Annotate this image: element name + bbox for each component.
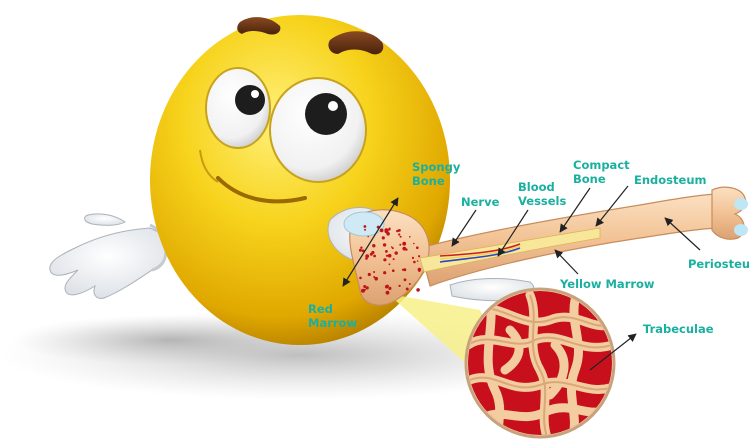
marrow-dot (416, 246, 419, 249)
label-red-marrow-line1: Red (308, 302, 357, 316)
marrow-dot (385, 250, 388, 253)
marrow-dot (385, 285, 388, 288)
marrow-dot (364, 289, 366, 291)
label-yellow-marrow: Yellow Marrow (560, 277, 655, 291)
marrow-dot (399, 285, 401, 287)
marrow-dot (382, 236, 385, 239)
marrow-dot (399, 244, 401, 246)
marrow-dot (398, 233, 400, 235)
label-trabeculae: Trabeculae (643, 322, 714, 336)
marrow-dot (373, 271, 375, 273)
marrow-dot (386, 232, 390, 236)
marrow-dot (372, 244, 375, 247)
left-glove-icon (50, 214, 167, 299)
marrow-dot (409, 236, 411, 238)
label-blood-vessels-line1: Blood (518, 180, 566, 194)
marrow-dot (359, 249, 362, 252)
marrow-dot (367, 236, 369, 238)
label-compact-bone-line1: Compact (573, 158, 630, 172)
marrow-dot (383, 271, 386, 274)
label-nerve: Nerve (461, 195, 499, 209)
marrow-dot (371, 251, 374, 254)
label-compact-bone-line2: Bone (573, 172, 630, 186)
label-blood-vessels-line2: Vessels (518, 194, 566, 208)
label-endosteum: Endosteum (634, 173, 707, 187)
label-red-marrow: Red Marrow (308, 302, 357, 330)
marrow-dot (404, 278, 407, 281)
marrow-dot (392, 269, 395, 272)
marrow-dot (416, 288, 420, 292)
marrow-dot (402, 242, 406, 246)
label-spongy-bone-line2: Bone (412, 174, 460, 188)
marrow-dot (388, 287, 391, 290)
marrow-dot (402, 269, 404, 271)
label-compact-bone: Compact Bone (573, 158, 630, 186)
marrow-dot (364, 229, 366, 231)
marrow-dot (409, 283, 411, 285)
marrow-dot (396, 230, 399, 233)
marrow-dot (386, 291, 390, 295)
marrow-dot (360, 247, 362, 249)
marrow-dot (383, 258, 386, 261)
marrow-dot (388, 228, 390, 230)
marrow-dot (366, 286, 369, 289)
marrow-dot (359, 277, 362, 280)
label-blood-vessels: Blood Vessels (518, 180, 566, 208)
label-periosteum: Periosteum (688, 257, 749, 271)
yellow-marrow-arrow (555, 250, 578, 274)
marrow-dot (413, 243, 415, 245)
marrow-dot (395, 251, 398, 254)
marrow-dot (402, 247, 406, 251)
label-spongy-bone: Spongy Bone (412, 160, 460, 188)
marrow-dot (406, 288, 409, 291)
marrow-dot (380, 229, 384, 233)
marrow-dot (389, 263, 391, 265)
marrow-dot (418, 270, 420, 272)
marrow-dot (373, 255, 376, 258)
marrow-dot (418, 255, 420, 257)
smiley-face-icon (150, 15, 450, 345)
marrow-dot (393, 258, 395, 260)
marrow-dot (417, 260, 419, 262)
marrow-dot (364, 225, 367, 228)
marrow-dot (368, 273, 371, 276)
marrow-dot (412, 257, 414, 259)
marrow-dot (384, 228, 388, 232)
trabeculae-zoom-circle (460, 285, 620, 443)
marrow-dot (388, 254, 392, 258)
label-spongy-bone-line1: Spongy (412, 160, 460, 174)
marrow-dot (386, 255, 388, 257)
marrow-dot (383, 243, 386, 246)
marrow-dot (374, 277, 378, 281)
marrow-dot (413, 261, 416, 264)
label-red-marrow-line2: Marrow (308, 316, 357, 330)
marrow-dot (391, 246, 393, 248)
marrow-dot (365, 257, 368, 260)
marrow-dot (400, 236, 402, 238)
